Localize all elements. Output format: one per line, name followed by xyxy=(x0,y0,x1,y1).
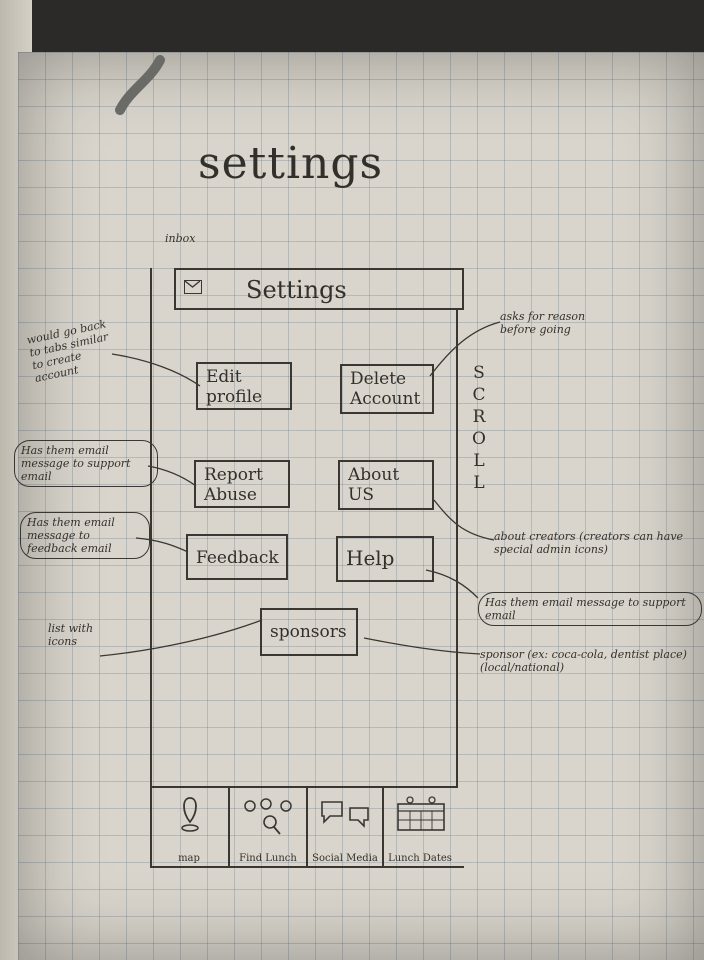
help-label: Help xyxy=(346,546,395,570)
sponsors-label: sponsors xyxy=(270,622,347,642)
edit-profile-button[interactable]: Edit profile xyxy=(196,362,292,410)
phone-right-edge xyxy=(456,310,458,788)
graph-paper xyxy=(18,52,704,960)
nav-item-map[interactable]: map xyxy=(150,788,228,868)
inbox-label: inbox xyxy=(165,232,196,245)
page-title: settings xyxy=(198,138,384,189)
nav-label-lunch-dates: Lunch Dates xyxy=(388,853,452,864)
annotation-sponsors-right: sponsor (ex: coca-cola, dentist place) (… xyxy=(480,648,687,674)
header-bar: Settings xyxy=(174,268,464,310)
header-title: Settings xyxy=(246,276,347,304)
about-us-label: About US xyxy=(348,465,400,505)
bottom-nav xyxy=(150,786,456,788)
help-button[interactable]: Help xyxy=(336,536,434,582)
inbox-icon[interactable] xyxy=(184,280,202,294)
feedback-label: Feedback xyxy=(196,548,279,568)
speech-bubbles-icon xyxy=(318,798,374,836)
report-abuse-label: Report Abuse xyxy=(204,465,263,505)
nav-label-map: map xyxy=(178,853,200,864)
annotation-report-abuse: Has them email message to support email xyxy=(14,440,158,487)
calendar-icon xyxy=(396,796,446,836)
annotation-about-us: about creators (creators can have specia… xyxy=(494,530,684,556)
people-search-icon xyxy=(238,796,302,840)
nav-item-lunch-dates[interactable]: Lunch Dates xyxy=(382,788,456,868)
delete-account-button[interactable]: Delete Account xyxy=(340,364,434,414)
nav-label-find-lunch: Find Lunch xyxy=(239,853,297,864)
annotation-feedback: Has them email message to feedback email xyxy=(20,512,150,559)
edit-profile-label: Edit profile xyxy=(206,367,263,407)
annotation-sponsors-left: list with icons xyxy=(48,622,94,648)
nav-item-social-media[interactable]: Social Media xyxy=(306,788,382,868)
report-abuse-button[interactable]: Report Abuse xyxy=(194,460,290,508)
about-us-button[interactable]: About US xyxy=(338,460,434,510)
annotation-delete-account: asks for reason before going xyxy=(500,310,586,336)
scroll-label: SCROLL xyxy=(472,363,486,493)
nav-label-social-media: Social Media xyxy=(312,853,378,864)
nav-item-find-lunch[interactable]: Find Lunch xyxy=(228,788,306,868)
map-pin-icon xyxy=(178,796,202,838)
delete-account-label: Delete Account xyxy=(350,369,421,409)
feedback-button[interactable]: Feedback xyxy=(186,534,288,580)
annotation-help: Has them email message to support email xyxy=(478,592,702,626)
sponsors-button[interactable]: sponsors xyxy=(260,608,358,656)
